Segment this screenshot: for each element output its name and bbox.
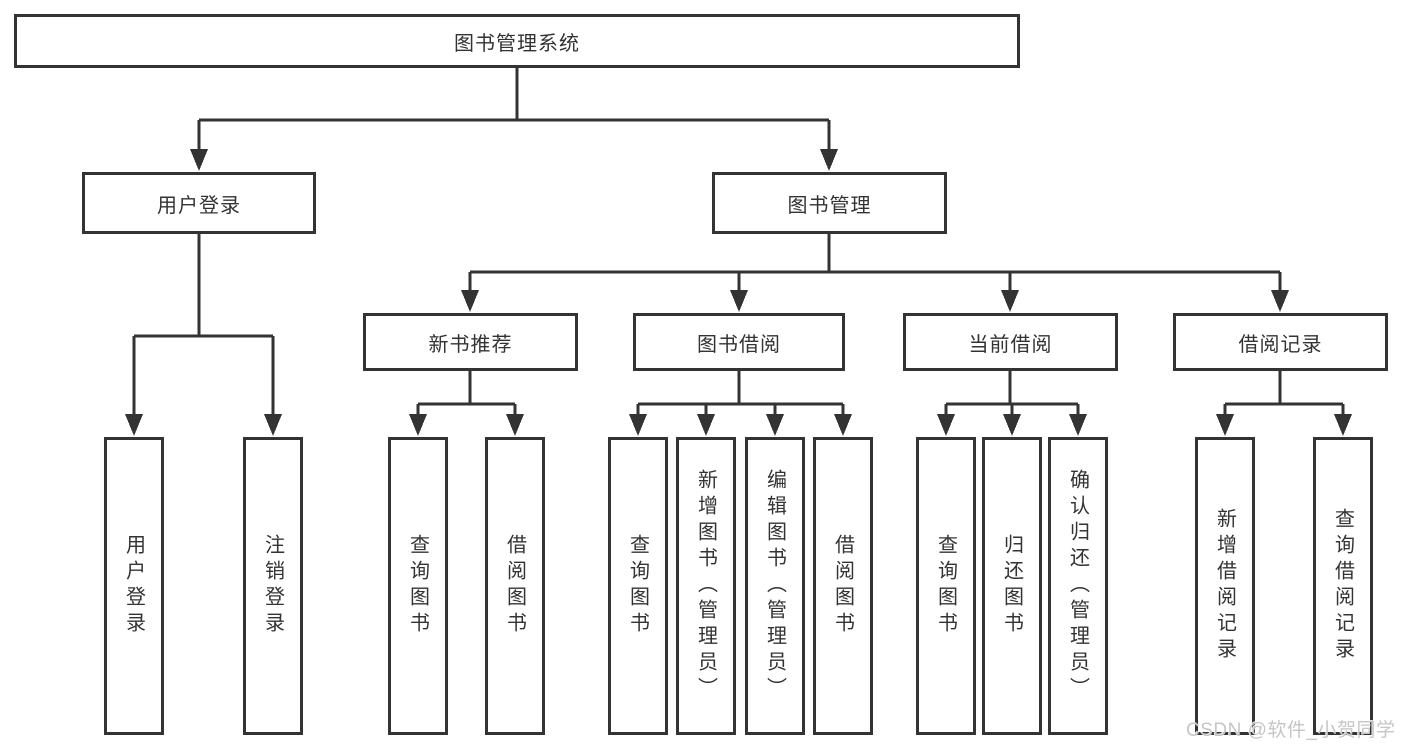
node-leaf-edit-books-admin: 编辑图书（管理员） xyxy=(745,437,805,735)
node-borrowing-records: 借阅记录 xyxy=(1173,313,1388,371)
node-book-borrowing: 图书借阅 xyxy=(633,313,845,371)
node-leaf-add-books-admin: 新增图书（管理员） xyxy=(676,437,736,735)
node-current-borrowing: 当前借阅 xyxy=(903,313,1118,371)
node-leaf-query-books-recommend: 查询图书 xyxy=(388,437,448,735)
node-leaf-logout: 注销登录 xyxy=(243,437,303,735)
node-leaf-confirm-return-admin: 确认归还（管理员） xyxy=(1048,437,1108,735)
node-leaf-user-login: 用户登录 xyxy=(104,437,164,735)
node-root-system: 图书管理系统 xyxy=(14,14,1020,68)
node-leaf-borrow-books-recommend: 借阅图书 xyxy=(485,437,545,735)
node-leaf-return-books: 归还图书 xyxy=(982,437,1042,735)
node-leaf-borrow-books: 借阅图书 xyxy=(813,437,873,735)
node-leaf-add-borrow-record: 新增借阅记录 xyxy=(1195,437,1255,735)
node-new-book-recommend: 新书推荐 xyxy=(363,313,578,371)
node-book-management-branch: 图书管理 xyxy=(712,172,947,234)
node-leaf-query-books-current: 查询图书 xyxy=(916,437,976,735)
node-leaf-query-borrow-record: 查询借阅记录 xyxy=(1313,437,1373,735)
node-user-login-branch: 用户登录 xyxy=(82,172,316,234)
csdn-watermark: CSDN @软件_小贺同学 xyxy=(1186,720,1396,741)
node-leaf-query-books-borrow: 查询图书 xyxy=(608,437,668,735)
